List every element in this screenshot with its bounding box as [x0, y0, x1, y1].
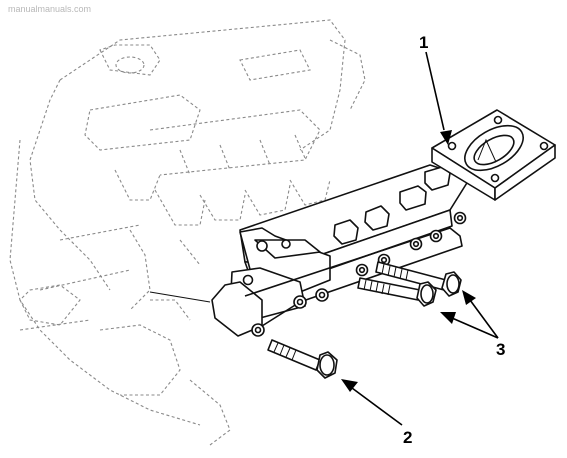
engine-block-outline: [9, 19, 366, 446]
watermark-text: manualmanuals.com: [8, 4, 91, 14]
callout-3-leaders: [440, 290, 499, 339]
callout-number-1: 1: [419, 33, 428, 52]
manifold-bolts-pair: [357, 261, 462, 307]
callout-number-3: 3: [496, 340, 505, 359]
single-mounting-bolt: [267, 339, 338, 379]
callout-1-leader: [425, 51, 452, 145]
callout-number-2: 2: [403, 428, 412, 447]
callout-2-leader: [341, 379, 403, 426]
intake-manifold-cover: [149, 109, 556, 337]
